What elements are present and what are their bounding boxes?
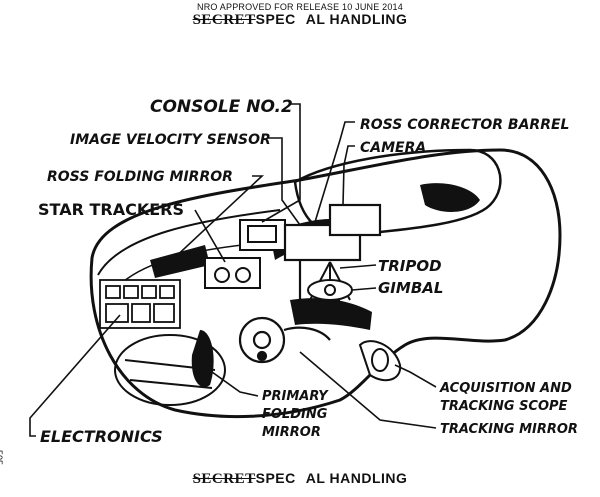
leader-console bbox=[261, 103, 301, 223]
handling-right: AL HANDLING bbox=[305, 11, 408, 27]
acquisition-scope-device bbox=[358, 340, 402, 382]
leader-acquisition bbox=[394, 364, 437, 388]
label-image-velocity-sensor: IMAGE VELOCITY SENSOR bbox=[70, 132, 271, 148]
label-camera: CAMERA bbox=[360, 140, 426, 156]
label-tracking-mirror: TRACKING MIRROR bbox=[440, 422, 578, 437]
leader-tripod bbox=[339, 264, 377, 269]
leader-camera bbox=[342, 145, 355, 206]
classification-footer: SECRETSPEC AL HANDLING bbox=[0, 470, 600, 488]
classification-struck: SECRET bbox=[192, 12, 256, 28]
label-primary-line1: PRIMARY bbox=[262, 389, 329, 404]
camera-assembly bbox=[283, 203, 382, 302]
primary-folding-mirror-device bbox=[114, 334, 226, 406]
leader-gimbal bbox=[351, 287, 377, 291]
leader-electronics bbox=[29, 314, 121, 437]
star-trackers-device bbox=[204, 257, 261, 289]
label-gimbal: GIMBAL bbox=[378, 279, 443, 297]
release-notice: NRO APPROVED FOR RELEASE 10 JUNE 2014 bbox=[197, 2, 403, 12]
label-acquisition-line1: ACQUISITION AND bbox=[439, 381, 572, 396]
leader-primary bbox=[211, 371, 259, 397]
leader-ross-corrector-barrel bbox=[314, 121, 355, 223]
page-mark: 505 bbox=[0, 450, 4, 466]
leader-star-trackers bbox=[194, 209, 226, 263]
classification-header: SECRETSPEC AL HANDLING bbox=[0, 11, 600, 29]
electronics-rack bbox=[99, 279, 181, 329]
label-console: CONSOLE NO.2 bbox=[150, 97, 293, 117]
leader-ross-folding-mirror bbox=[169, 175, 265, 263]
label-primary-line3: MIRROR bbox=[262, 425, 321, 440]
label-tripod: TRIPOD bbox=[378, 257, 442, 275]
label-electronics: ELECTRONICS bbox=[40, 427, 163, 446]
label-star-trackers: STAR TRACKERS bbox=[38, 200, 184, 219]
console-no2-device bbox=[239, 219, 286, 251]
tripod-gimbal-device bbox=[307, 261, 353, 305]
footer-classification-struck: SECRET bbox=[192, 471, 256, 487]
label-acquisition-line2: TRACKING SCOPE bbox=[440, 399, 568, 414]
leader-tracking-mirror bbox=[299, 351, 437, 429]
footer-handling-left: SPEC bbox=[255, 470, 296, 486]
tracking-mirror-device bbox=[238, 316, 331, 364]
leader-lines bbox=[29, 103, 437, 437]
handling-left: SPEC bbox=[255, 11, 296, 27]
footer-handling-right: AL HANDLING bbox=[305, 470, 408, 486]
label-primary-line2: FOLDING bbox=[262, 407, 328, 422]
label-ross-folding-mirror: ROSS FOLDING MIRROR bbox=[47, 169, 233, 185]
label-ross-corrector-barrel: ROSS CORRECTOR BARREL bbox=[360, 117, 569, 133]
leader-image-velocity-sensor bbox=[268, 137, 301, 226]
